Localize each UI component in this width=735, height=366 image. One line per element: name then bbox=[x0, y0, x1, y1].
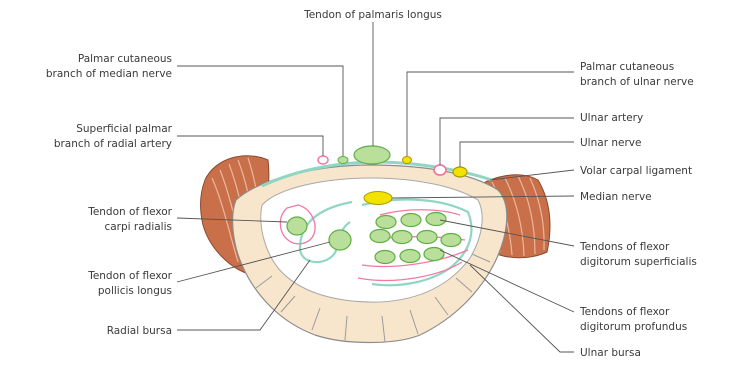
fds-tendon bbox=[426, 213, 446, 226]
fdp-tendon bbox=[424, 248, 444, 261]
label-median-nerve: Median nerve bbox=[580, 191, 652, 203]
fdp-tendon bbox=[400, 250, 420, 263]
fds-tendon bbox=[370, 230, 390, 243]
label-fcr-2: carpi radialis bbox=[104, 221, 172, 233]
fpl-tendon bbox=[329, 230, 351, 250]
label-superficial-palmar: Superficial palmar bbox=[76, 123, 172, 135]
palmaris-longus-tendon bbox=[354, 146, 390, 164]
label-fcr: Tendon of flexor bbox=[87, 206, 172, 218]
label-ulnar-bursa: Ulnar bursa bbox=[580, 347, 641, 359]
label-ulnar-artery: Ulnar artery bbox=[580, 112, 643, 124]
label-palmar-cutaneous-ulnar-2: branch of ulnar nerve bbox=[580, 76, 694, 88]
fdp-tendon bbox=[441, 234, 461, 247]
ulnar-artery bbox=[434, 165, 446, 175]
median-nerve bbox=[364, 192, 392, 205]
fds-tendon bbox=[376, 216, 396, 229]
superficial-palmar-artery bbox=[318, 156, 328, 164]
label-fds: Tendons of flexor bbox=[579, 241, 670, 253]
label-palmar-cutaneous-median: Palmar cutaneous bbox=[78, 53, 172, 65]
label-superficial-palmar-2: branch of radial artery bbox=[54, 138, 172, 150]
label-fdp-2: digitorum profundus bbox=[580, 321, 687, 333]
fdp-tendon bbox=[417, 231, 437, 244]
label-fpl: Tendon of flexor bbox=[87, 270, 172, 282]
ulnar-nerve bbox=[453, 167, 467, 177]
label-ulnar-nerve: Ulnar nerve bbox=[580, 137, 641, 149]
label-fdp: Tendons of flexor bbox=[579, 306, 670, 318]
fdp-tendon bbox=[375, 251, 395, 264]
label-volar-carpal-ligament: Volar carpal ligament bbox=[580, 165, 692, 177]
label-palmar-cutaneous-ulnar: Palmar cutaneous bbox=[580, 61, 674, 73]
fds-tendon bbox=[401, 214, 421, 227]
fcr-tendon bbox=[287, 217, 307, 235]
label-fds-2: digitorum superficialis bbox=[580, 256, 697, 268]
label-radial-bursa: Radial bursa bbox=[107, 325, 172, 337]
palmar-cutaneous-ulnar-nerve bbox=[403, 157, 412, 164]
label-palmar-cutaneous-median-2: branch of median nerve bbox=[46, 68, 172, 80]
fdp-tendon bbox=[392, 231, 412, 244]
label-fpl-2: pollicis longus bbox=[98, 285, 172, 297]
label-palmaris-longus: Tendon of palmaris longus bbox=[303, 9, 442, 21]
palmar-cutaneous-median-nerve bbox=[338, 157, 348, 164]
